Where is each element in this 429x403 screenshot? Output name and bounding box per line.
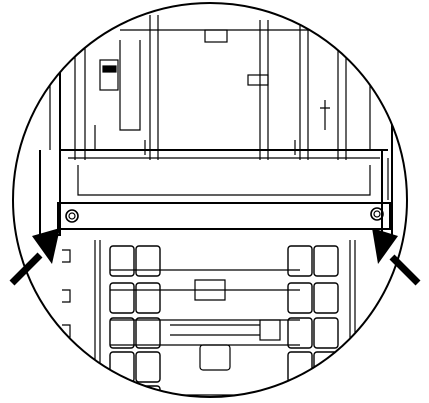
arrow-right-icon <box>372 228 421 286</box>
detail-circle <box>12 2 408 398</box>
arrow-left-icon <box>9 228 60 286</box>
equipment-interior <box>39 15 393 397</box>
